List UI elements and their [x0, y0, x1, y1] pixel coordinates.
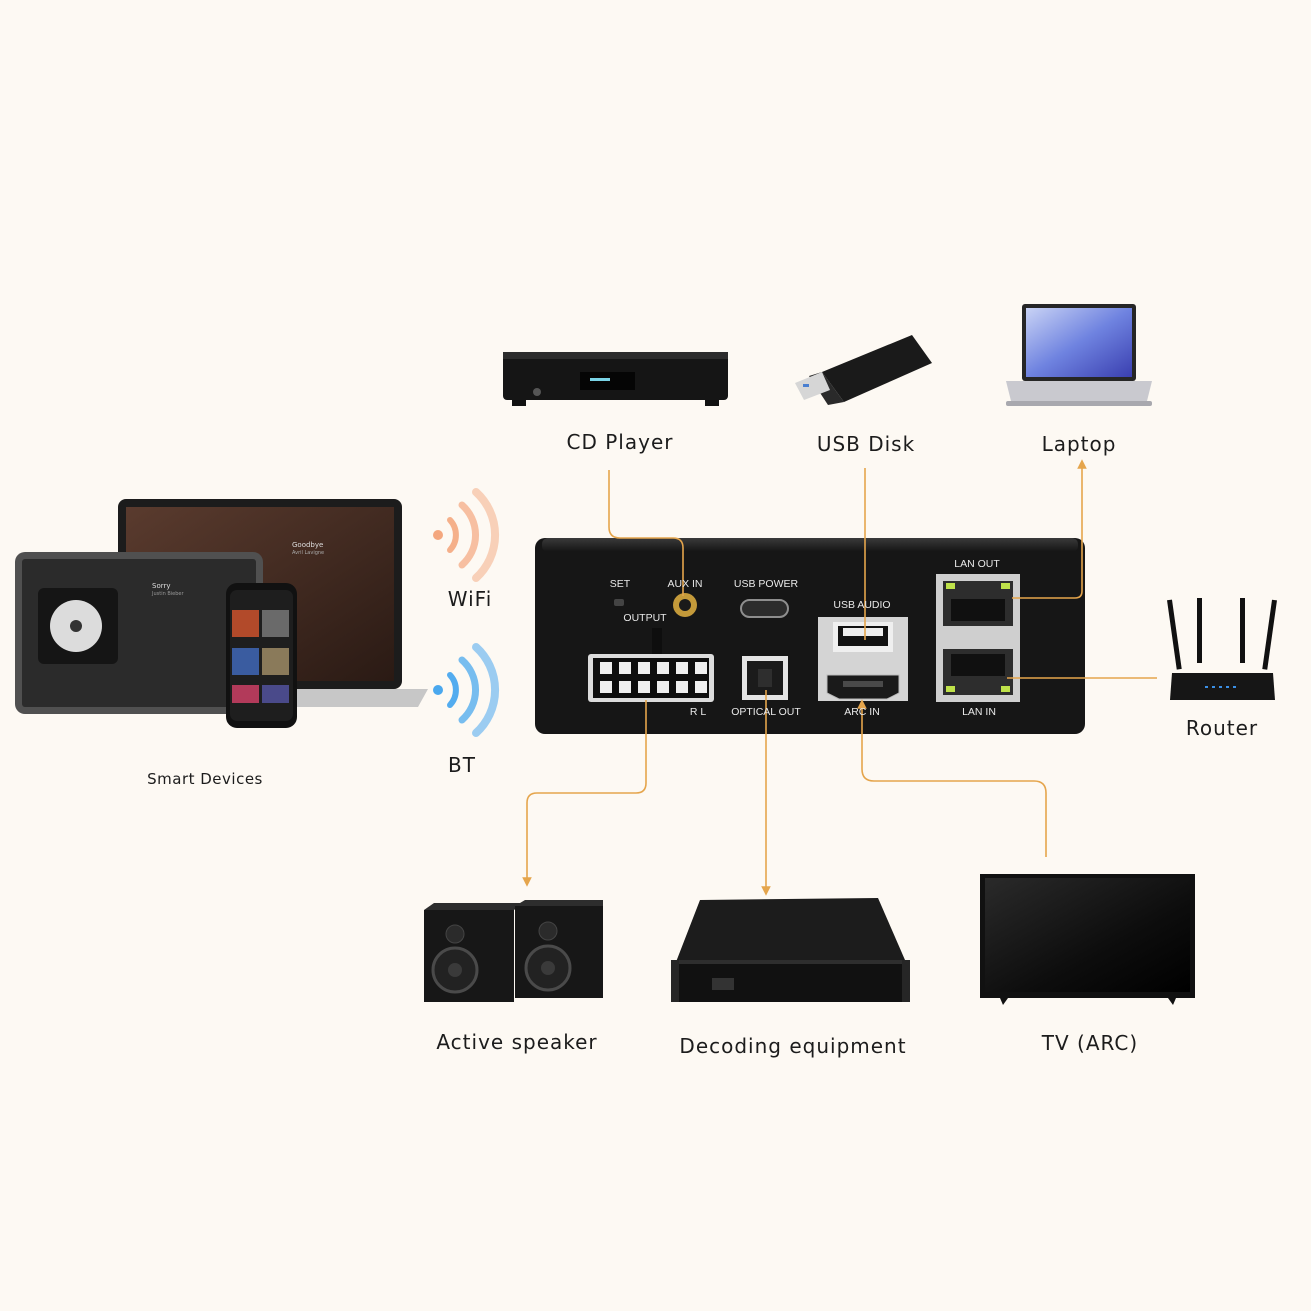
usb-c-port [740, 599, 789, 618]
label-usb-disk: USB Disk [816, 432, 916, 456]
port-label-output: OUTPUT [623, 612, 667, 624]
laptop-song-artist: Avril Lavigne [292, 550, 325, 556]
line-output-speaker [522, 700, 647, 887]
label-tv: TV (ARC) [1041, 1031, 1139, 1055]
label-bt: BT [448, 753, 476, 777]
active-speaker-image [424, 900, 603, 1002]
label-wifi: WiFi [447, 587, 493, 611]
line-tv-arc [857, 699, 1047, 857]
label-smart-devices: Smart Devices [147, 770, 263, 788]
smart-devices-image [15, 499, 428, 728]
set-button [614, 599, 624, 606]
decoding-equipment-image [671, 898, 910, 1002]
port-label-usb-audio: USB AUDIO [833, 599, 891, 611]
port-label-arc-in: ARC IN [844, 706, 880, 718]
wifi-signal-icon [433, 488, 500, 582]
optical-port [742, 656, 788, 700]
lan-ports [936, 574, 1020, 702]
tv-image [980, 874, 1195, 1005]
tablet-song-artist: Justin Bieber [152, 591, 184, 597]
label-decoding-equipment: Decoding equipment [679, 1034, 907, 1058]
output-connector [588, 628, 714, 702]
streamer-box [535, 538, 1085, 734]
usb-hdmi-ports [818, 617, 908, 701]
port-label-lan-out: LAN OUT [954, 558, 1000, 570]
bt-signal-icon [433, 643, 500, 737]
port-label-aux-in: AUX IN [667, 578, 703, 590]
port-label-set: SET [609, 578, 631, 590]
label-active-speaker: Active speaker [436, 1030, 598, 1054]
router-image [1167, 598, 1277, 700]
label-laptop: Laptop [1041, 432, 1117, 456]
laptop-song-title: Goodbye [292, 541, 324, 549]
cd-player-image [503, 352, 728, 406]
usb-disk-image [795, 335, 932, 405]
port-label-optical-out: OPTICAL OUT [731, 706, 801, 718]
line-cd-aux [608, 470, 684, 596]
label-router: Router [1185, 716, 1259, 740]
port-label-lan-in: LAN IN [962, 706, 996, 718]
line-laptop-lan [1012, 459, 1087, 599]
port-label-usb-power: USB POWER [733, 578, 799, 590]
connection-lines [522, 459, 1157, 896]
port-label-r-l: R L [689, 706, 707, 718]
laptop-image [1006, 304, 1152, 406]
tablet-song-title: Sorry [152, 582, 171, 590]
label-cd-player: CD Player [566, 430, 674, 454]
